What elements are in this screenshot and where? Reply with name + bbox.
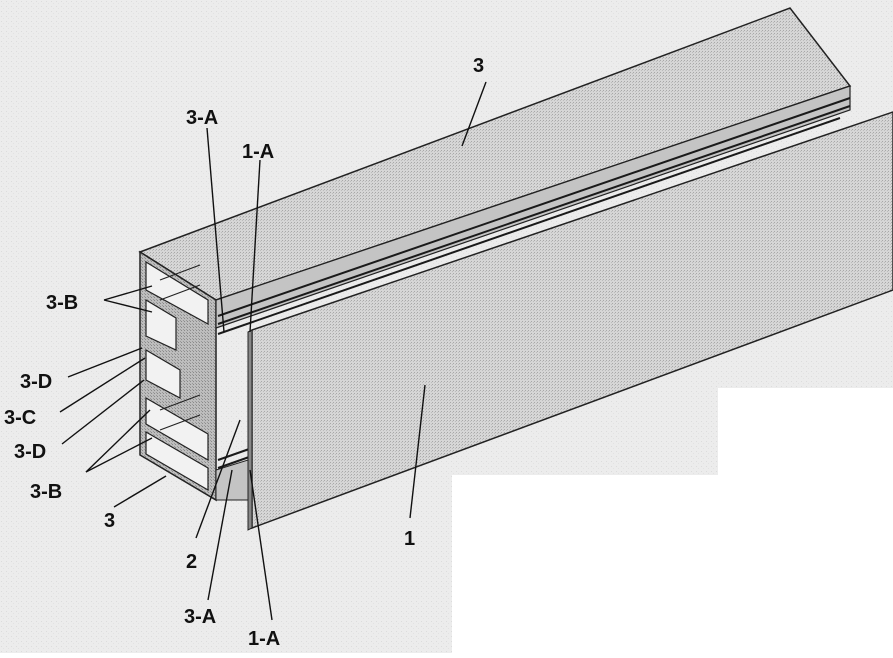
label-part-3-top: 3 (473, 55, 484, 77)
label-part-3c: 3-C (4, 407, 36, 429)
scan-white-lower (452, 475, 893, 653)
label-part-2: 2 (186, 551, 197, 573)
leader-lines (59, 81, 487, 621)
label-part-3b-upper: 3-B (46, 292, 78, 314)
groove-lines (217, 97, 851, 469)
label-part-3b-lower: 3-B (30, 481, 62, 503)
label-part-3a-bottom: 3-A (184, 606, 216, 628)
label-part-3d-lower: 3-D (14, 441, 46, 463)
label-part-3-bottom: 3 (104, 510, 115, 532)
label-part-1a-bottom: 1-A (248, 628, 280, 650)
label-part-1: 1 (404, 528, 415, 550)
label-part-1a-top: 1-A (242, 141, 274, 163)
member-1-edge (247, 329, 253, 531)
rib-3b-lines (159, 264, 201, 431)
label-part-3a-top: 3-A (186, 107, 218, 129)
label-part-3d-upper: 3-D (20, 371, 52, 393)
